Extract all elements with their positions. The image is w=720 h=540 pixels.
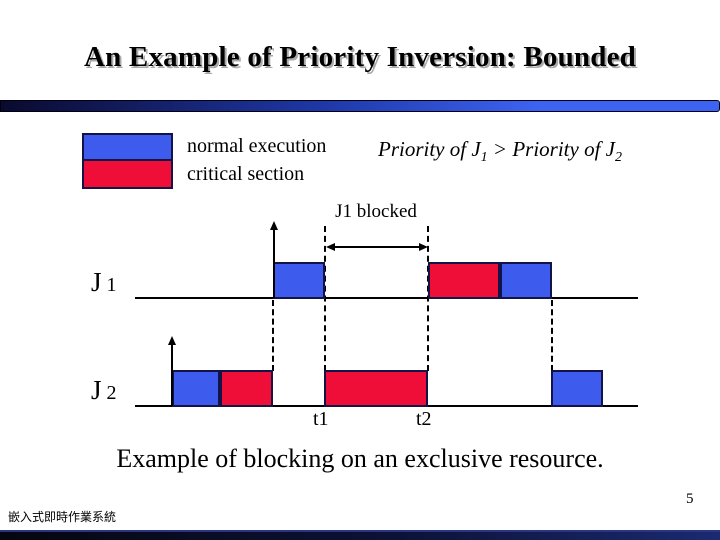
j1-normal-block bbox=[500, 262, 552, 299]
priority-note-sub1: 1 bbox=[480, 150, 488, 166]
legend-critical-label: critical section bbox=[187, 163, 305, 185]
dashed-guide-line bbox=[272, 300, 274, 371]
arrival-arrowhead-j1 bbox=[270, 221, 278, 230]
page-number: 5 bbox=[686, 491, 694, 507]
j2-subscript: 2 bbox=[106, 382, 117, 404]
timeline-baseline-j1 bbox=[135, 297, 638, 299]
slide-title: An Example of Priority Inversion: Bounde… bbox=[84, 41, 636, 73]
j2-normal-block bbox=[172, 370, 220, 407]
blocked-interval-label: J1 blocked bbox=[335, 201, 417, 222]
j2-normal-block bbox=[551, 370, 603, 407]
t2-time-label: t2 bbox=[416, 408, 432, 430]
j1-symbol: J bbox=[91, 267, 102, 297]
j1-subscript: 1 bbox=[106, 274, 117, 296]
blocked-span-left-arrowhead bbox=[326, 243, 335, 251]
blocked-span-right-arrowhead bbox=[419, 243, 428, 251]
t1-time-label: t1 bbox=[313, 408, 329, 430]
dashed-guide-line bbox=[551, 300, 553, 371]
legend-normal-label: normal execution bbox=[187, 135, 327, 157]
j2-critical-block bbox=[324, 370, 428, 407]
j2-symbol: J bbox=[91, 375, 102, 405]
arrival-arrow-j1 bbox=[273, 228, 275, 298]
blocked-span-line bbox=[333, 246, 421, 248]
j1-normal-block bbox=[273, 262, 325, 299]
legend-critical-swatch bbox=[82, 159, 173, 189]
slide-caption: Example of blocking on an exclusive reso… bbox=[116, 444, 604, 473]
bottom-divider-bar bbox=[0, 530, 720, 540]
j2-critical-block bbox=[220, 370, 273, 407]
priority-note-part2: > Priority of J bbox=[487, 137, 615, 161]
arrival-arrowhead-j2 bbox=[168, 336, 176, 345]
j1-critical-block bbox=[428, 262, 500, 299]
priority-note-part1: Priority of J bbox=[378, 137, 481, 161]
arrival-arrow-j2 bbox=[171, 343, 173, 406]
footer-course-title: 嵌入式即時作業系統 bbox=[8, 510, 117, 524]
priority-note: Priority of J1 > Priority of J2 bbox=[378, 137, 622, 166]
priority-note-sub2: 2 bbox=[614, 150, 622, 166]
